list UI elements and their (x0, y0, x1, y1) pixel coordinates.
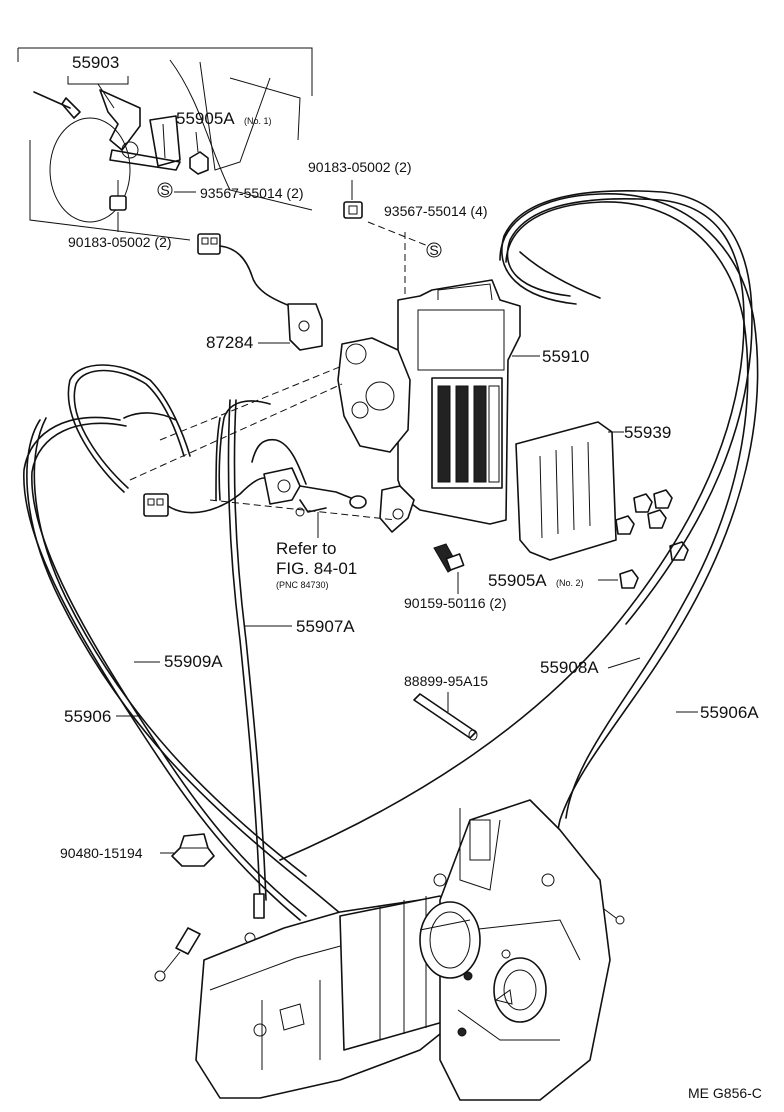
label-55939: 55939 (624, 423, 671, 442)
cover-55939 (515, 421, 617, 561)
label-55907a: 55907A (296, 617, 355, 636)
grommet-90480-15194 (171, 833, 215, 867)
label-55909a: 55909A (164, 652, 223, 671)
label-55908a: 55908A (540, 658, 599, 677)
label-90480-15194: 90480-15194 (60, 845, 143, 861)
connector-left-plug (143, 493, 169, 517)
pin-88899-95a15 (413, 693, 478, 741)
label-55905a-no1: 55905A (176, 109, 235, 128)
label-55905a-no1-note: (No. 1) (244, 116, 272, 126)
nut-90183-05002-top (343, 201, 363, 219)
control-unit-55910 (337, 279, 521, 533)
housing-fasteners (457, 949, 513, 1037)
sensor-87284 (287, 303, 323, 351)
label-55906a: 55906A (700, 703, 759, 722)
cable-55909a (26, 364, 347, 919)
bracket-55903 (99, 89, 181, 171)
screw-symbol-right: S (426, 242, 442, 258)
duct-tube (419, 901, 481, 979)
label-refer-pnc: (PNC 84730) (276, 580, 329, 590)
cable-55906a (499, 193, 759, 907)
bolt-90159-50116 (433, 543, 465, 573)
harness-switch-assembly (215, 400, 367, 517)
label-90159-50116: 90159-50116 (2) (404, 595, 506, 611)
connector-87284-plug (197, 233, 221, 255)
label-55905a-no2: 55905A (488, 571, 547, 590)
label-55903: 55903 (72, 53, 119, 72)
label-refer-fig: FIG. 84-01 (276, 559, 357, 578)
cable-55907a (227, 399, 267, 919)
cable-55906 (23, 412, 307, 921)
label-55906: 55906 (64, 707, 111, 726)
label-refer-to: Refer to (276, 539, 336, 558)
inset-dashboard-area (17, 47, 313, 241)
screw-symbol-s: S (160, 182, 169, 198)
label-93567-55014-4: 93567-55014 (4) (384, 203, 488, 219)
heater-assembly (195, 895, 471, 1099)
label-87284: 87284 (206, 333, 253, 352)
screw-symbol-s-right: S (429, 242, 438, 258)
label-90183-05002-left: 90183-05002 (2) (68, 234, 172, 250)
footer-code: ME G856-C (688, 1085, 762, 1101)
label-90183-05002-top: 90183-05002 (2) (308, 159, 412, 175)
nut-90183-05002-left (109, 180, 127, 211)
label-88899-95a15: 88899-95A15 (404, 673, 488, 689)
label-55910: 55910 (542, 347, 589, 366)
cable-55908a (279, 190, 753, 861)
label-93567-55014-2: 93567-55014 (2) (200, 185, 304, 201)
screw-symbol-left: S (157, 182, 173, 198)
clip-55905a-no1 (189, 151, 209, 175)
blower-housing (433, 799, 611, 1101)
label-55905a-no2-note: (No. 2) (556, 578, 584, 588)
